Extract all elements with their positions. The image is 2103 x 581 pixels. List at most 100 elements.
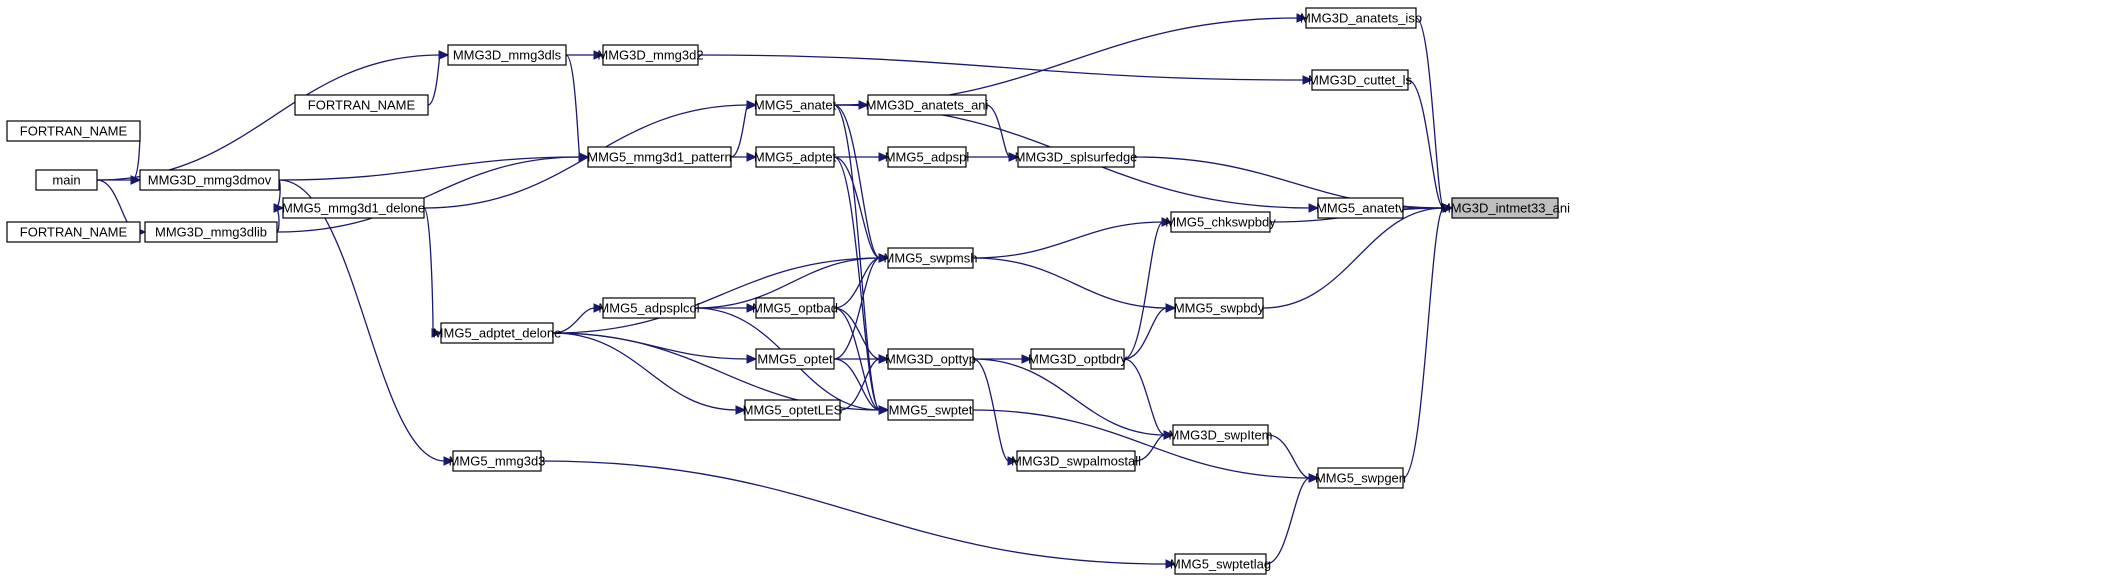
edge-adptet-to-swpmsh [833,156,890,263]
node-mmg3d3[interactable]: MMG5_mmg3d3 [449,450,546,472]
node-optetLES[interactable]: MMG5_optetLES [743,399,843,421]
node-swpgen[interactable]: MMG5_swpgen [1315,467,1406,489]
node-anatets_ani[interactable]: MMG3D_anatets_ani [866,94,989,116]
edge-adpspl-to-splsurfedge [966,152,1020,162]
node-label: main [52,173,80,188]
edge-anatet-to-anatets_iso [833,13,1308,106]
node-fortran2[interactable]: FORTRAN_NAME [294,94,429,116]
edge-mmg3dlib-to-delone [273,203,285,233]
edge-adptet_delone-to-swpmsh [552,253,890,334]
node-pattern[interactable]: MMG5_mmg3d1_pattern [587,146,732,168]
edge-adptet_delone-to-optetLES [552,332,747,415]
node-label: MMG5_swpbdy [1174,301,1265,316]
node-label: MMG3D_mmg3dmov [148,173,272,188]
node-label: MMG3D_anatets_iso [1300,11,1422,26]
edge-optbdry-to-swpItem [1123,358,1175,440]
node-adptet_delone[interactable]: MMG5_adptet_delone [433,322,562,344]
edge-optet-to-swpmsh [833,253,890,360]
node-label: MMG5_adptet_delone [433,326,562,341]
node-label: FORTRAN_NAME [20,124,128,139]
edge-swpmsh-to-chkswpbdy [972,217,1173,259]
node-label: MMG5_anatet [754,98,837,113]
node-splsurfedge[interactable]: MMG3D_splsurfedge [1015,146,1138,168]
edge-pattern-to-adptet [731,152,758,162]
edge-optbdry-to-swpbdy [1123,303,1177,360]
node-label: MMG3D_swpItem [1168,428,1272,443]
node-label: MMG3D_splsurfedge [1015,150,1138,165]
edge-anatets_iso-to-target [1415,17,1454,213]
edge-mmg3d2-to-cuttet_ls [697,54,1314,85]
node-label: MMG5_chkswpbdy [1165,215,1276,230]
edge-opttyp-to-swpItem [972,358,1175,440]
node-label: MMG3D_mmg3d2 [597,48,703,63]
node-label: MMG5_swptet [889,403,973,418]
node-label: MMG3D_optbdry [1028,352,1127,367]
node-swptetlag[interactable]: MMG5_swptetlag [1170,553,1271,575]
node-mmg3d2[interactable]: MMG3D_mmg3d2 [597,44,704,66]
edge-anatet-to-swpmsh [833,104,890,263]
node-swpbdy[interactable]: MMG5_swpbdy [1174,297,1265,319]
edge-mmg3dmov-to-pattern [278,152,590,181]
node-delone[interactable]: MMG5_mmg3d1_delone [282,197,425,219]
node-optbdry[interactable]: MMG3D_optbdry [1028,348,1127,370]
node-adpspl[interactable]: MMG5_adpspl [885,146,970,168]
edge-cuttet_ls-to-target [1407,79,1454,213]
node-label: MMG5_optbad [752,301,838,316]
node-swptet[interactable]: MMG5_swptet [887,399,974,421]
node-label: MMG3D_intmet33_ani [1440,201,1570,216]
node-label: MMG5_mmg3d1_pattern [587,150,732,165]
edge-optbdry-to-chkswpbdy [1123,217,1173,360]
node-label: MMG3D_cuttet_ls [1308,73,1413,88]
node-label: FORTRAN_NAME [20,225,128,240]
node-chkswpbdy[interactable]: MMG5_chkswpbdy [1165,211,1276,233]
edge-pattern-to-anatet [730,100,758,158]
edge-mmg3dlib-to-pattern [276,152,590,233]
node-opttyp[interactable]: MMG3D_opttyp [885,348,976,370]
node-swpalmostall[interactable]: MMG3D_swpalmostall [1011,450,1141,472]
edge-delone-to-adptet_delone [423,207,443,338]
node-layer: FORTRAN_NAMEmainFORTRAN_NAMEMMG3D_mmg3dm… [6,7,1570,575]
edge-mmg3dls-to-pattern [565,54,590,162]
node-label: MMG5_adptet [754,150,837,165]
node-label: MMG5_adpsplcol [598,301,699,316]
node-optbad[interactable]: MMG5_optbad [752,297,838,319]
edge-adptet_delone-to-optet [552,332,758,364]
edge-swpbdy-to-target [1262,203,1454,309]
node-adptet[interactable]: MMG5_adptet [754,146,837,168]
node-label: MMG5_anatetv [1316,201,1405,216]
node-label: MMG5_optetLES [743,403,843,418]
edge-swptetlag-to-swpgen [1265,473,1320,565]
node-label: MMG5_optet [757,352,833,367]
edge-optet-to-swptet [833,358,890,415]
edge-adptet-to-adpspl [834,152,890,162]
node-mmg3dlib[interactable]: MMG3D_mmg3dlib [144,221,278,243]
node-main[interactable]: main [35,169,98,191]
node-mmg3dls[interactable]: MMG3D_mmg3dls [447,44,567,66]
node-optet[interactable]: MMG5_optet [755,348,835,370]
edge-adptet-to-swptet [833,156,890,415]
node-label: MMG3D_swpalmostall [1011,454,1141,469]
node-swpItem[interactable]: MMG3D_swpItem [1168,424,1273,446]
node-swpmsh[interactable]: MMG5_swpmsh [884,247,978,269]
node-anatetv[interactable]: MMG5_anatetv [1316,197,1405,219]
node-label: MMG5_mmg3d1_delone [282,201,425,216]
edge-adptet_delone-to-adpsplcol [552,303,605,334]
node-label: MMG3D_mmg3dlib [155,225,267,240]
node-anatets_iso[interactable]: MMG3D_anatets_iso [1300,7,1422,29]
edge-mmg3d3-to-swptetlag [540,460,1177,569]
node-anatet[interactable]: MMG5_anatet [754,94,837,116]
node-fortran3[interactable]: FORTRAN_NAME [6,221,141,243]
node-label: FORTRAN_NAME [308,98,416,113]
edge-fortran2-to-mmg3dls [427,50,450,106]
node-label: MMG5_mmg3d3 [449,454,546,469]
node-fortran1[interactable]: FORTRAN_NAME [6,120,141,142]
node-label: MMG5_swptetlag [1170,557,1271,572]
node-target[interactable]: MMG3D_intmet33_ani [1440,197,1570,219]
node-adpsplcol[interactable]: MMG5_adpsplcol [598,297,700,319]
node-label: MMG3D_mmg3dls [453,48,562,63]
node-cuttet_ls[interactable]: MMG3D_cuttet_ls [1308,69,1413,91]
node-mmg3dmov[interactable]: MMG3D_mmg3dmov [139,169,280,191]
edge-mmg3dmov-to-mmg3d3 [278,179,455,466]
edge-optetLES-to-opttyp [839,354,890,411]
